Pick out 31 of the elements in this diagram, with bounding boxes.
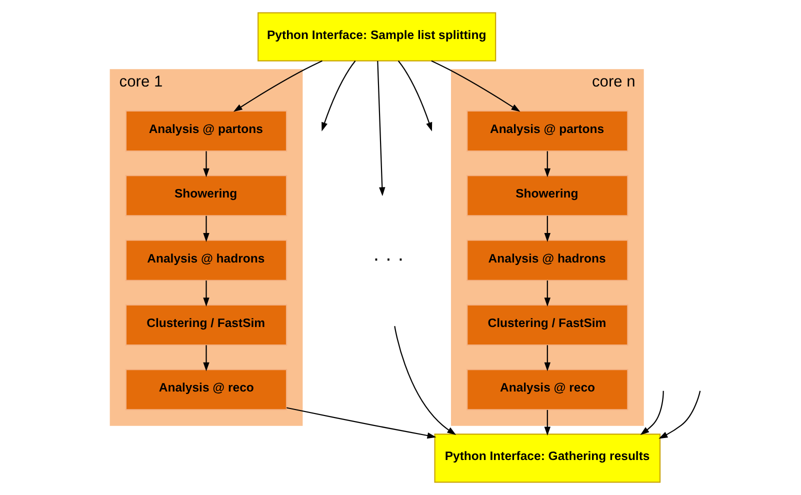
node-box: Python Interface: Sample list splitting	[257, 12, 496, 62]
arrow	[544, 280, 550, 307]
arrow	[640, 390, 664, 435]
arrow	[321, 60, 356, 132]
arrow	[202, 216, 209, 242]
arrow	[286, 407, 436, 439]
arrow	[202, 151, 209, 178]
arrow	[202, 345, 209, 372]
arrow	[658, 390, 700, 439]
arrow	[202, 280, 209, 307]
arrow	[544, 151, 550, 178]
node-box: Analysis @ partons	[466, 110, 628, 152]
arrow	[397, 60, 432, 132]
arrow	[376, 61, 385, 196]
arrow	[544, 345, 550, 372]
arrow	[394, 326, 456, 435]
arrow	[544, 410, 550, 436]
arrow	[232, 60, 322, 112]
label: · · ·	[372, 248, 404, 270]
node-box: Python Interface: Gathering results	[434, 434, 660, 483]
node-box: Analysis @ reco	[124, 369, 287, 410]
node-box: Clustering / FastSim	[466, 304, 628, 346]
node-box: Analysis @ reco	[466, 369, 628, 410]
arrow	[430, 60, 520, 112]
arrow	[544, 216, 550, 242]
node-box: Showering	[466, 175, 628, 216]
node-box: Clustering / FastSim	[124, 304, 287, 346]
node-box: Analysis @ hadrons	[124, 240, 287, 281]
node-box: Analysis @ partons	[124, 110, 287, 152]
node-box: Showering	[124, 175, 287, 216]
node-box: Analysis @ hadrons	[466, 240, 628, 281]
